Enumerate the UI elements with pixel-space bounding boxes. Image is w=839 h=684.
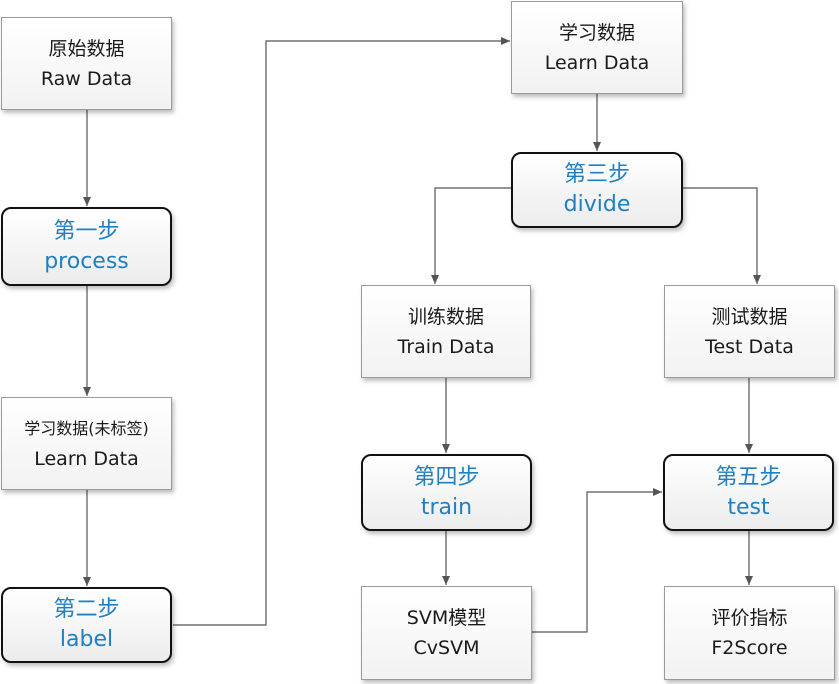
arrow-step2-to-learn-data [173, 37, 510, 626]
arrow-step3-to-test-data [683, 187, 761, 284]
arrow-svm-to-step5 [532, 488, 662, 633]
step3-label-en: divide [563, 192, 631, 217]
learn-data-box: 学习数据 Learn Data [511, 1, 683, 94]
learn-data-unlabeled-label-en: Learn Data [34, 447, 139, 470]
step5-box: 第五步 test [663, 454, 834, 531]
arrow-step3-to-train-data [431, 187, 511, 284]
step4-label-zh: 第四步 [413, 464, 480, 490]
test-data-label-zh: 测试数据 [711, 305, 788, 328]
raw-data-label-zh: 原始数据 [48, 37, 125, 60]
metric-label-en: F2Score [711, 637, 788, 659]
step1-label-en: process [44, 248, 129, 274]
step5-label-en: test [727, 494, 770, 520]
step2-box: 第二步 label [1, 587, 172, 663]
test-data-box: 测试数据 Test Data [664, 285, 835, 378]
train-data-box: 训练数据 Train Data [361, 285, 531, 378]
svm-model-label-en: CvSVM [413, 637, 480, 659]
step2-label-zh: 第二步 [53, 597, 120, 622]
raw-data-label-en: Raw Data [40, 67, 133, 90]
learn-data-label-zh: 学习数据 [558, 21, 635, 44]
step4-box: 第四步 train [361, 454, 532, 531]
svm-model-box: SVM模型 CvSVM [361, 586, 532, 680]
svm-model-label-zh: SVM模型 [406, 607, 487, 629]
metric-box: 评价指标 F2Score [664, 586, 835, 680]
metric-label-zh: 评价指标 [711, 607, 788, 629]
step3-label-zh: 第三步 [563, 162, 630, 187]
step2-label-en: label [59, 627, 114, 652]
raw-data-box: 原始数据 Raw Data [1, 17, 172, 110]
step1-box: 第一步 process [1, 207, 172, 286]
step5-label-zh: 第五步 [715, 464, 782, 490]
step4-label-en: train [420, 494, 473, 520]
step3-box: 第三步 divide [511, 152, 683, 228]
learn-data-unlabeled-box: 学习数据(未标签) Learn Data [1, 397, 172, 490]
train-data-label-en: Train Data [397, 335, 495, 358]
learn-data-unlabeled-label-zh: 学习数据(未标签) [24, 418, 149, 438]
test-data-label-en: Test Data [705, 335, 794, 358]
train-data-label-zh: 训练数据 [407, 305, 484, 328]
step1-label-zh: 第一步 [53, 218, 120, 244]
learn-data-label-en: Learn Data [544, 51, 650, 74]
